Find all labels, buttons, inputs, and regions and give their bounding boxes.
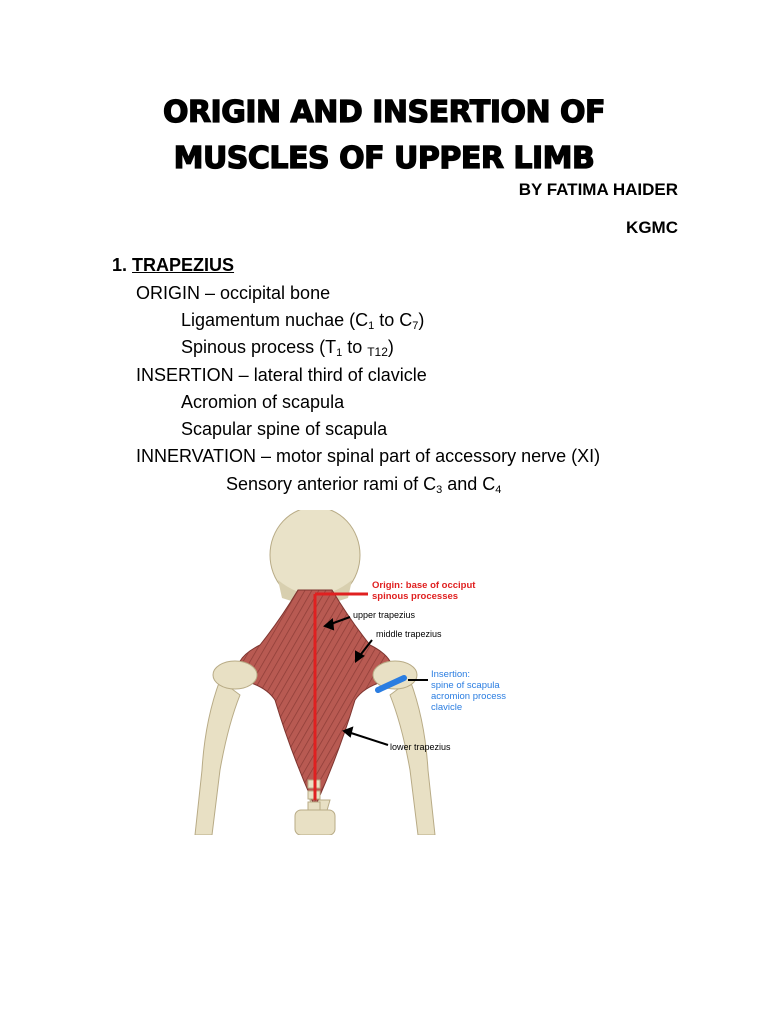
innervation-sensory: Sensory anterior rami of C3 and C4 (226, 474, 502, 496)
section-number: 1. (112, 255, 128, 275)
upper-trapezius-label: upper trapezius (353, 610, 416, 620)
origin-label-line2: spinous processes (372, 591, 458, 602)
innervation-line: INNERVATION – motor spinal part of acces… (136, 446, 601, 466)
insertion-label-line2: spine of scapula (431, 680, 500, 691)
trapezius-anatomy-figure: Origin: base of occiput spinous processe… (194, 510, 506, 835)
insertion-scapular-spine: Scapular spine of scapula (181, 419, 388, 439)
origin-line: ORIGIN – occipital bone (136, 283, 331, 303)
author: BY FATIMA HAIDER (518, 180, 678, 199)
title-line-1: ORIGIN AND INSERTION OF (162, 95, 606, 130)
insertion-line: INSERTION – lateral third of clavicle (136, 365, 427, 385)
origin-label-line1: Origin: base of occiput (372, 580, 476, 591)
insertion-label-line3: acromion process (431, 691, 506, 702)
insertion-marker (375, 675, 407, 693)
origin-ligamentum-nuchae: Ligamentum nuchae (C1 to C7) (181, 310, 425, 332)
title-line-2: MUSCLES OF UPPER LIMB (173, 141, 596, 176)
middle-trapezius-label: middle trapezius (376, 629, 442, 639)
origin-spinous-process: Spinous process (T1 to T12) (181, 337, 394, 359)
left-shoulder (212, 660, 258, 690)
insertion-acromion: Acromion of scapula (181, 392, 345, 412)
insertion-label-line4: clavicle (431, 702, 462, 713)
skeleton (194, 679, 436, 835)
lower-trapezius-label: lower trapezius (390, 742, 451, 752)
section-name: TRAPEZIUS (132, 255, 235, 275)
origin-marker (313, 592, 368, 800)
insertion-label-line1: Insertion: (431, 669, 470, 680)
section-heading: 1. TRAPEZIUS (112, 256, 234, 274)
right-shoulder (372, 660, 418, 690)
institution: KGMC (626, 218, 678, 237)
label-arrows (323, 616, 428, 746)
